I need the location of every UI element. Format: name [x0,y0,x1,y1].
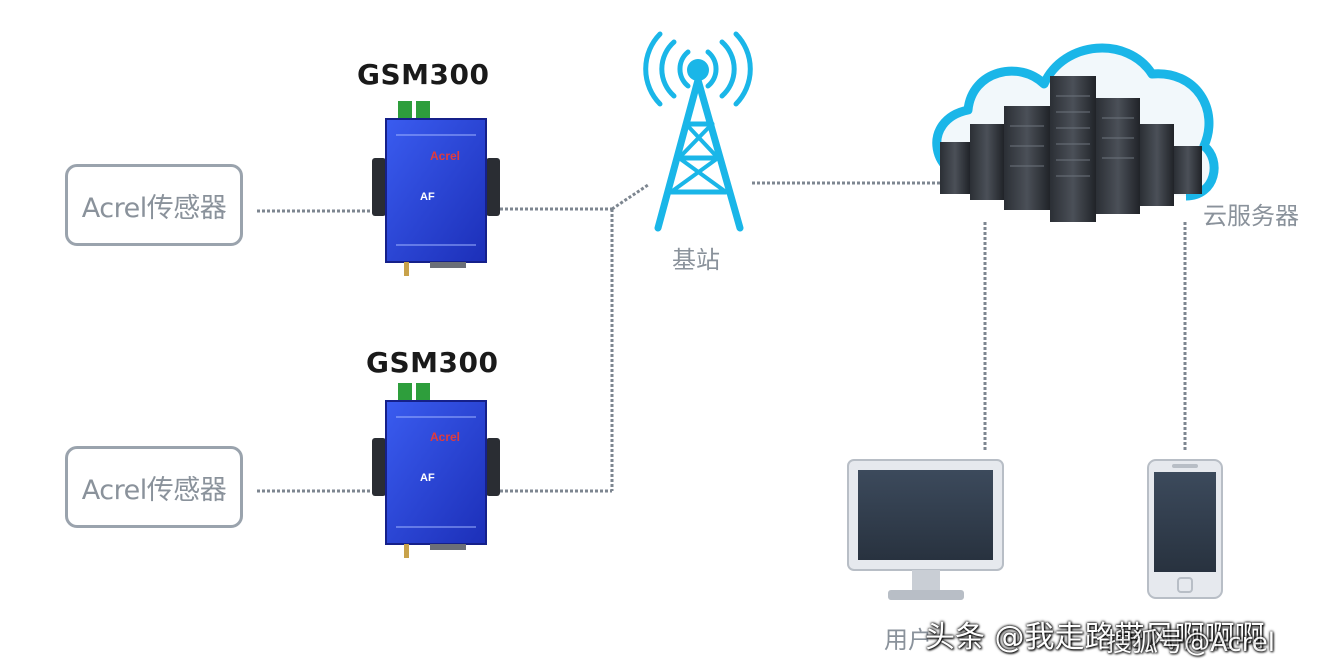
svg-text:AF: AF [420,472,435,484]
sensor-label: Acrel传感器 [81,192,227,224]
sensor-box-2: Acrel传感器 [65,446,243,528]
cloud-server-label: 云服务器 [1203,202,1299,230]
svg-text:Acrel: Acrel [430,149,460,163]
watermark-text-secondary: 搜狐号@Acrel [1106,628,1275,658]
user-terminal-label: 用户 [884,626,932,654]
svg-text:AF: AF [420,191,435,203]
gateway-device-2: Acrel AF [372,383,500,558]
base-station-label: 基站 [672,246,720,274]
svg-text:Acrel: Acrel [430,430,460,444]
sensor-box-1: Acrel传感器 [65,164,243,246]
watermark-text: 头条 @我走路带风啊啊啊 [925,620,1265,655]
gateway-label-1: GSM300 [357,58,490,91]
mobile-phone-icon [1147,459,1223,599]
gateway-label-2: GSM300 [366,346,499,379]
base-station-icon [643,31,753,232]
gateway-device-1: Acrel AF [372,101,500,276]
sensor-label: Acrel传感器 [81,474,227,506]
connection-lines [257,181,1187,493]
cloud-server-icon [932,43,1219,222]
desktop-monitor-icon [847,459,1004,600]
